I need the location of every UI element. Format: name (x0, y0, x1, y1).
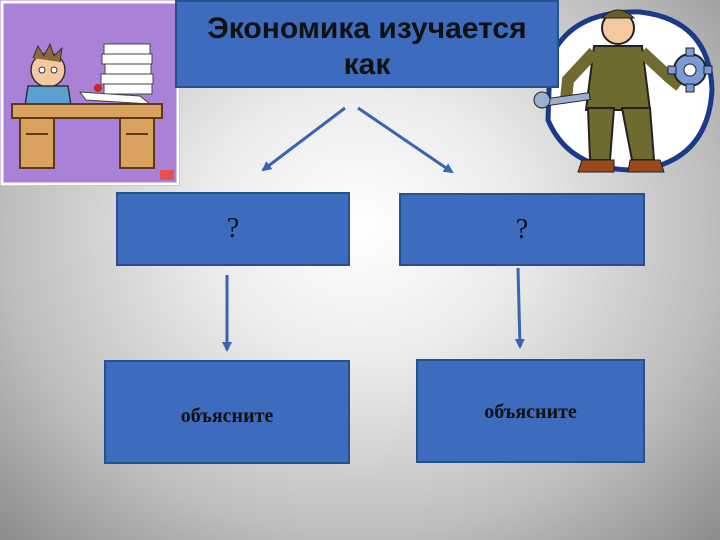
clerk-at-desk-illustration (0, 0, 180, 186)
right-question-text: ? (515, 213, 529, 245)
left-question-box: ? (116, 192, 350, 266)
arrow-right-down (514, 267, 525, 349)
title-box: Экономика изучается как (175, 0, 559, 88)
arrow-title-to-right (357, 106, 454, 174)
title-text: Экономика изучается как (207, 12, 527, 81)
left-question-text: ? (226, 213, 240, 244)
left-explain-text: объясните (180, 404, 274, 427)
mechanic-illustration (530, 0, 720, 180)
right-question-box: ? (399, 193, 645, 266)
right-explain-box: объясните (416, 359, 645, 463)
right-explain-text: объясните (484, 400, 577, 423)
arrow-title-to-left (261, 106, 346, 172)
left-explain-box: объясните (104, 360, 350, 464)
